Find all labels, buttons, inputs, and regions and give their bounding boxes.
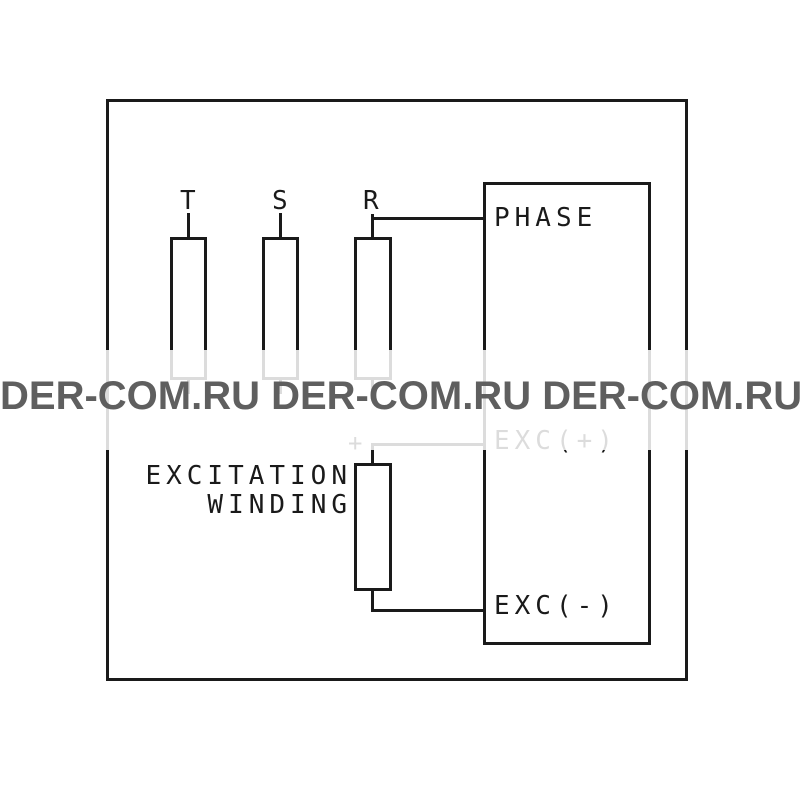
excitation-bottom-stem (371, 589, 374, 612)
excitation-winding-caption: EXCITATION WINDING (140, 463, 352, 518)
terminal-r-stem (371, 214, 374, 239)
watermark-band (0, 350, 800, 450)
excitation-winding-bar (354, 463, 392, 591)
r-to-phase-wire (371, 217, 483, 220)
terminal-s-stem (279, 213, 282, 239)
excitation-caption-line1: EXCITATION (145, 461, 352, 491)
terminal-label-r: R (363, 186, 384, 216)
terminal-label-t: T (180, 186, 201, 216)
excitation-to-exc-minus-wire (371, 609, 483, 612)
watermark-text: DER-COM.RU DER-COM.RU DER-COM.RU (0, 374, 800, 418)
phase-box-title: PHASE (494, 203, 598, 233)
excitation-caption-line2: WINDING (207, 490, 352, 520)
excitation-top-stem (371, 443, 374, 465)
terminal-label-s: S (272, 186, 293, 216)
terminal-t-stem (187, 213, 190, 239)
exc-minus-label: EXC(-) (494, 591, 618, 621)
